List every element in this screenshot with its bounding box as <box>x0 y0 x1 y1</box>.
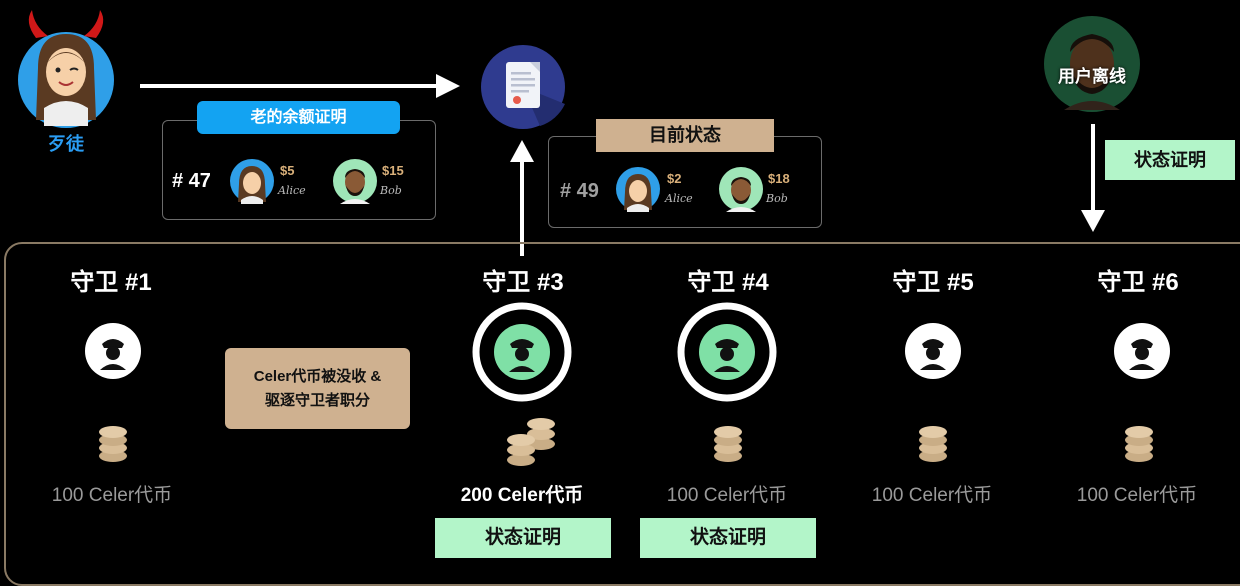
guard-icon <box>1113 322 1171 385</box>
guardian-4-amount: 100 Celer代币 <box>666 485 788 506</box>
alice-old-signature: Alice <box>278 184 306 197</box>
attacker-label: 歹徒 <box>48 134 84 154</box>
active-guard-icon <box>677 302 777 407</box>
document-icon <box>480 44 566 130</box>
guardian-4-state-proof: 状态证明 <box>640 518 816 558</box>
bob-icon <box>333 159 377 204</box>
arrow-attacker-to-doc <box>140 74 460 98</box>
guardian-6-amount: 100 Celer代币 <box>1076 485 1198 506</box>
coin-stack-icon <box>918 424 948 469</box>
alice-old-amount: $5 <box>280 163 295 178</box>
man-avatar-icon <box>1042 12 1142 116</box>
current-state-tag: 目前状态 <box>596 119 774 152</box>
arrow-guard3-to-doc <box>510 140 534 256</box>
slash-note-line2: 驱逐守卫者职分 <box>264 391 370 409</box>
bob-old-amount: $15 <box>382 163 404 178</box>
coin-stack-icon <box>505 414 557 473</box>
bob-icon <box>719 167 763 212</box>
offline-user-avatar <box>1042 12 1142 116</box>
guard-icon <box>904 322 962 385</box>
coin-stack-icon <box>1124 424 1154 469</box>
bob-current-amount: $18 <box>768 171 790 186</box>
current-state-nonce: # 49 <box>560 180 599 202</box>
guardian-5-title: 守卫 #5 <box>892 269 974 296</box>
old-balance-proof-tag: 老的余额证明 <box>197 101 400 134</box>
guardian-6-title: 守卫 #6 <box>1097 269 1179 296</box>
state-proof-tag: 状态证明 <box>1105 140 1235 180</box>
devil-woman-icon <box>18 10 114 128</box>
guardian-5-amount: 100 Celer代币 <box>871 485 993 506</box>
old-proof-nonce: # 47 <box>172 170 211 192</box>
guard-icon <box>84 322 142 385</box>
alice-avatar <box>615 166 661 217</box>
slash-note-line1: Celer代币被没收 & <box>253 367 382 385</box>
guardian-4-title: 守卫 #4 <box>687 269 769 296</box>
bob-avatar <box>332 158 378 209</box>
alice-avatar <box>229 158 275 209</box>
alice-current-amount: $2 <box>667 171 682 186</box>
bob-current-signature: Bob <box>766 192 788 205</box>
coin-stack-icon <box>98 424 128 469</box>
guardian-3-state-proof: 状态证明 <box>435 518 611 558</box>
guardian-3-title: 守卫 #3 <box>482 269 564 296</box>
alice-icon <box>616 167 660 212</box>
arrow-user-to-guard6 <box>1081 124 1105 232</box>
bob-old-signature: Bob <box>380 184 402 197</box>
bob-avatar <box>718 166 764 217</box>
offline-user-label: 用户离线 <box>1058 67 1126 86</box>
coin-stack-icon <box>713 424 743 469</box>
guardian-1-title: 守卫 #1 <box>70 269 152 296</box>
attacker-avatar <box>16 8 116 128</box>
active-guard-icon <box>472 302 572 407</box>
guardian-1-amount: 100 Celer代币 <box>51 485 173 506</box>
alice-current-signature: Alice <box>665 192 693 205</box>
slash-note: Celer代币被没收 & 驱逐守卫者职分 <box>225 348 410 429</box>
alice-icon <box>230 159 274 204</box>
guardian-3-amount: 200 Celer代币 <box>460 485 584 506</box>
